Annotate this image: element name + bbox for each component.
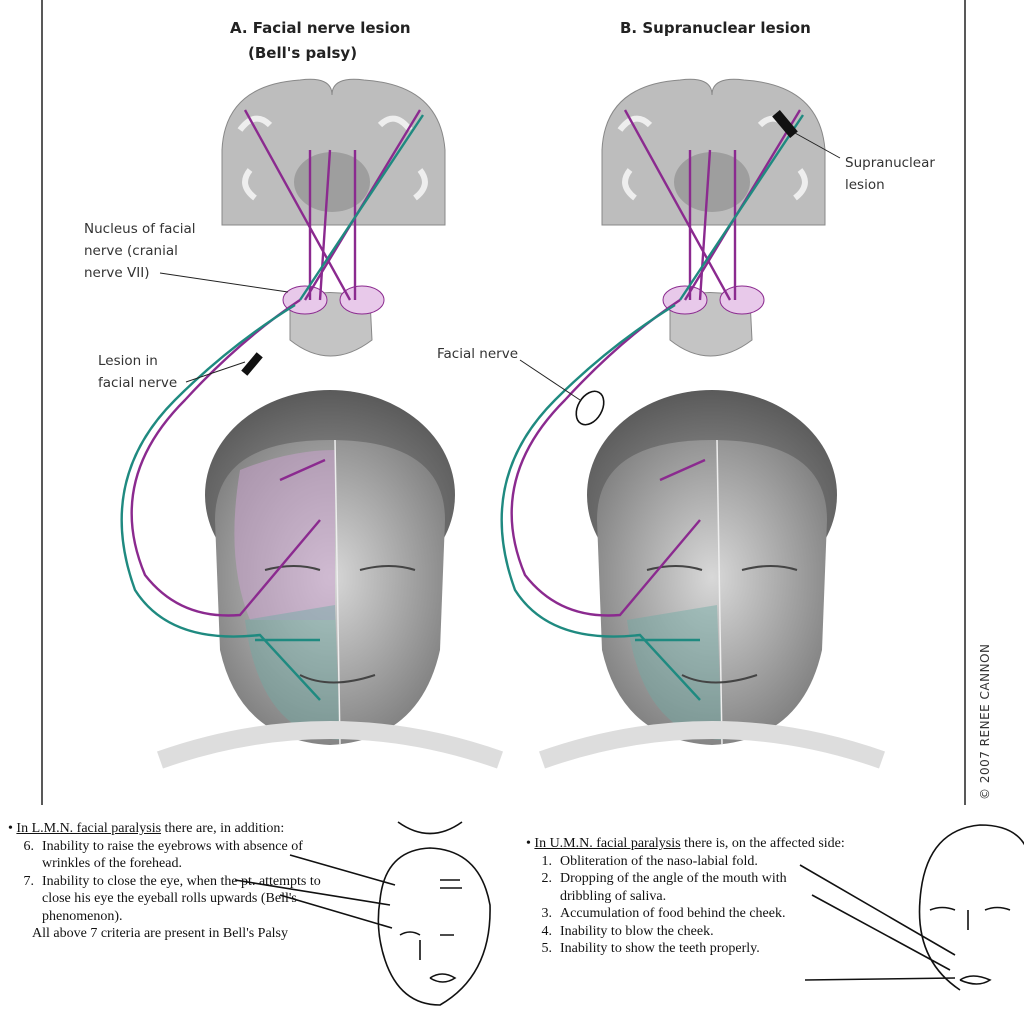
label-nucleus: nerve VII) <box>84 265 149 281</box>
lmn-heading-rest: there are, in addition: <box>161 821 285 836</box>
leader-line <box>519 359 581 401</box>
brain-cross-section-a <box>221 78 446 226</box>
lmn-heading-underlined: In L.M.N. facial paralysis <box>16 821 162 836</box>
item-text: Inability to raise the eyebrows with abs… <box>42 838 303 872</box>
label-supranuclear: Supranuclear <box>845 155 935 171</box>
item-number: 6. <box>23 838 35 854</box>
brainstem-a <box>282 285 385 357</box>
item-number: 1. <box>541 853 553 869</box>
item-text: Accumulation of food behind the cheek. <box>560 906 786 921</box>
list-item: 7. Inability to close the eye, when the p… <box>8 873 353 926</box>
umn-face-sketch <box>799 824 1024 991</box>
panel-a-title: A. Facial nerve lesion <box>230 19 411 37</box>
item-number: 2. <box>541 871 553 886</box>
item-number: 4. <box>541 923 553 939</box>
item-number: 7. <box>23 873 35 889</box>
leader-line <box>185 361 246 383</box>
panel-a: A. Facial nerve lesion (Bell's palsy) <box>84 19 503 769</box>
lmn-face-sketch <box>234 821 491 1006</box>
copyright: © 2007 RENEE CANNON <box>978 643 992 800</box>
item-text: Inability to close the eye, when the pt.… <box>42 873 321 924</box>
brainstem-b <box>662 285 765 357</box>
umn-heading-underlined: In U.M.N. facial paralysis <box>534 836 681 851</box>
list-item: 6. Inability to raise the eyebrows with a… <box>8 838 353 873</box>
label-lesion: Lesion in <box>98 353 158 369</box>
nerve-pathways-b <box>500 109 804 701</box>
panel-a-subtitle: (Bell's palsy) <box>248 44 357 62</box>
lesion-marker-b <box>772 110 798 138</box>
leader-line <box>159 272 289 293</box>
leader-line <box>794 132 841 159</box>
lesion-marker-a <box>241 352 263 376</box>
list-item: 5. Inability to show the teeth properly. <box>526 940 826 958</box>
label-nucleus: nerve (cranial <box>84 243 178 259</box>
list-item: 1. Obliteration of the naso-labial fold. <box>526 853 826 871</box>
face-a <box>157 390 503 769</box>
item-text: Inability to blow the cheek. <box>560 923 714 939</box>
panel-b: B. Supranuclear lesion Supranuclear <box>437 19 935 769</box>
item-text: Obliteration of the naso-labial fold. <box>560 853 758 869</box>
label-facial-nerve: Facial nerve <box>437 346 518 362</box>
label-supranuclear: lesion <box>845 177 885 193</box>
lmn-heading: • In L.M.N. facial paralysis there are, … <box>8 821 285 836</box>
item-text: Dropping of the angle of the mouth with … <box>560 871 787 904</box>
label-lesion: facial nerve <box>98 375 177 391</box>
umn-heading-rest: there is, on the affected side: <box>680 836 845 851</box>
item-text: Inability to show the teeth properly. <box>560 941 760 956</box>
lmn-footer: All above 7 criteria are present in Bell… <box>32 926 288 941</box>
list-item: 2. Dropping of the angle of the mouth wit… <box>526 870 796 905</box>
item-number: 5. <box>541 941 553 956</box>
list-item: 4. Inability to blow the cheek. <box>526 923 826 941</box>
umn-notes: • In U.M.N. facial paralysis there is, o… <box>526 835 845 958</box>
brain-cross-section-b <box>601 78 826 226</box>
nerve-pathways-a <box>120 109 424 701</box>
label-nucleus: Nucleus of facial <box>84 221 196 237</box>
list-item: 3. Accumulation of food behind the cheek. <box>526 905 826 923</box>
facial-nerve-marker <box>575 390 605 426</box>
face-b <box>539 390 885 769</box>
umn-heading: • In U.M.N. facial paralysis there is, o… <box>526 836 845 851</box>
lmn-notes: • In L.M.N. facial paralysis there are, … <box>8 820 353 943</box>
panel-b-title: B. Supranuclear lesion <box>620 19 811 37</box>
item-number: 3. <box>541 906 553 921</box>
